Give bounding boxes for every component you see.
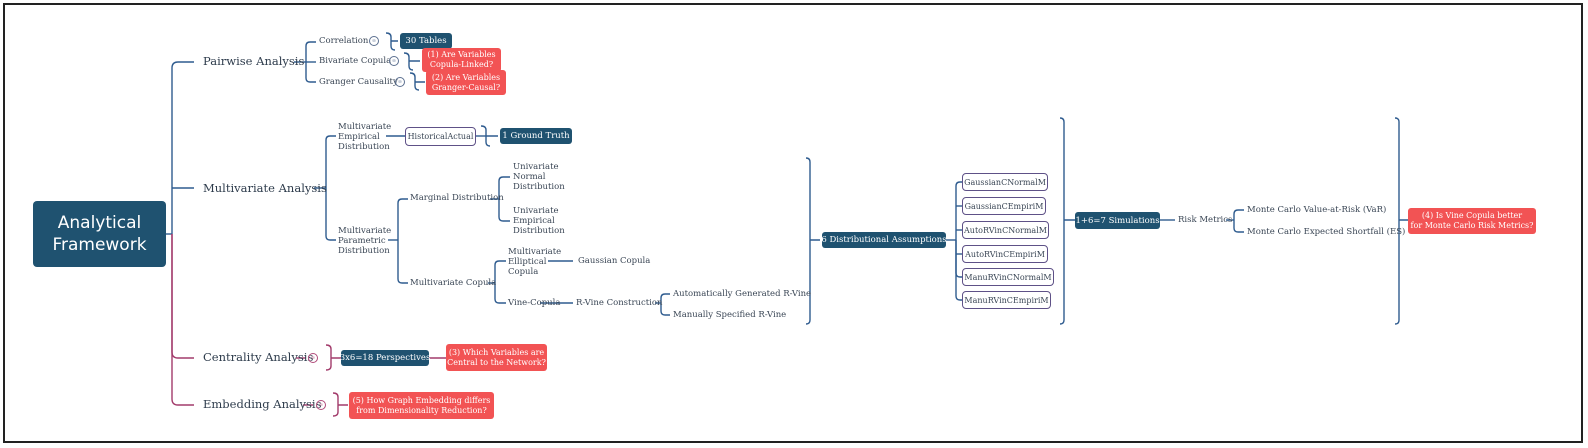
pairwise-analysis-node[interactable]: Pairwise Analysis (203, 54, 305, 68)
es-node[interactable]: Monte Carlo Expected Shortfall (ES) (1247, 227, 1406, 237)
question-1-box[interactable]: (1) Are Variables Copula-Linked? (422, 48, 501, 72)
embedding-analysis-node[interactable]: Embedding Analysis (203, 397, 322, 411)
bivariate-copula-node[interactable]: Bivariate Copula (319, 56, 392, 66)
perspectives-box[interactable]: 3x6=18 Perspectives (340, 350, 430, 366)
granger-causality-node[interactable]: Granger Causality (319, 77, 398, 87)
univariate-normal-node[interactable]: Univariate Normal Distribution (513, 162, 565, 193)
model-box-gaussian-normal[interactable]: GaussianCNormalM (962, 173, 1048, 191)
parametric-distribution-node[interactable]: Multivariate Parametric Distribution (338, 226, 392, 257)
correlation-node[interactable]: Correlation (319, 36, 369, 46)
historical-actual-box[interactable]: HistoricalActual (405, 127, 476, 146)
univariate-empirical-node[interactable]: Univariate Empirical Distribution (513, 206, 565, 237)
simulations-box[interactable]: 1+6=7 Simulations (1075, 212, 1160, 229)
model-box-manual-rvine-normal[interactable]: ManuRVinCNormalM (962, 268, 1054, 286)
marginal-distribution-node[interactable]: Marginal Distribution (410, 193, 504, 203)
elliptical-copula-node[interactable]: Multivariate Elliptical Copula (508, 247, 562, 278)
model-box-manual-rvine-empirical[interactable]: ManuRVinCEmpiriM (962, 291, 1051, 309)
link-icon: ∞ (308, 353, 318, 363)
manual-rvine-node[interactable]: Manually Specified R-Vine (673, 310, 787, 320)
question-2-box[interactable]: (2) Are Variables Granger-Causal? (426, 70, 506, 95)
model-box-auto-rvine-normal[interactable]: AutoRVinCNormalM (962, 221, 1049, 239)
model-box-gaussian-empirical[interactable]: GaussianCEmpiriM (962, 197, 1046, 215)
centrality-analysis-node[interactable]: Centrality Analysis (203, 350, 314, 364)
link-icon: ∞ (369, 36, 379, 46)
multivariate-copula-node[interactable]: Multivariate Copula (410, 278, 497, 288)
link-icon: ∞ (395, 77, 405, 87)
risk-metrics-node[interactable]: Risk Metrics (1178, 215, 1233, 225)
question-4-box[interactable]: (4) Is Vine Copula better for Monte Carl… (1408, 208, 1536, 234)
gaussian-copula-node[interactable]: Gaussian Copula (578, 256, 651, 266)
link-icon: ∞ (389, 56, 399, 66)
root-node[interactable]: Analytical Framework (33, 201, 166, 267)
distributional-assumptions-box[interactable]: 6 Distributional Assumptions (821, 232, 947, 248)
var-node[interactable]: Monte Carlo Value-at-Risk (VaR) (1247, 205, 1387, 215)
ground-truth-box[interactable]: 1 Ground Truth (500, 128, 572, 144)
rvine-construction-node[interactable]: R-Vine Construction (576, 298, 663, 308)
multivariate-analysis-node[interactable]: Multivariate Analysis (203, 181, 327, 195)
tables-count-box[interactable]: 30 Tables (400, 33, 452, 49)
vine-copula-node[interactable]: Vine-Copula (508, 298, 561, 308)
model-box-auto-rvine-empirical[interactable]: AutoRVinCEmpiriM (962, 245, 1048, 263)
diagram-frame (3, 3, 1583, 443)
question-5-box[interactable]: (5) How Graph Embedding differs from Dim… (349, 392, 494, 419)
question-3-box[interactable]: (3) Which Variables are Central to the N… (446, 344, 547, 371)
empirical-distribution-node[interactable]: Multivariate Empirical Distribution (338, 122, 392, 153)
link-icon: ∞ (316, 400, 326, 410)
auto-rvine-node[interactable]: Automatically Generated R-Vine (673, 289, 812, 299)
